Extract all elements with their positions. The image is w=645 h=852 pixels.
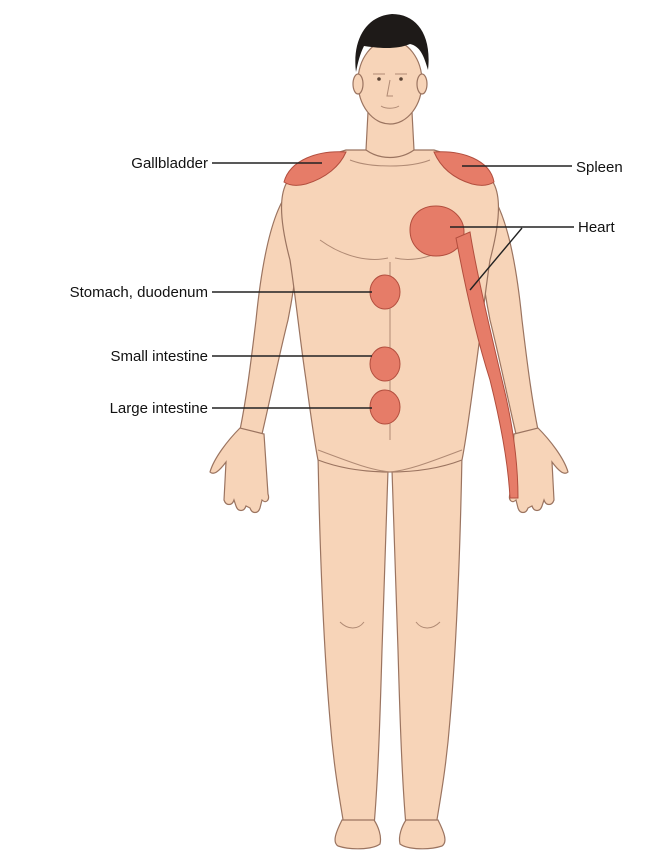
stomach-duodenum-label: Stomach, duodenum bbox=[70, 284, 208, 301]
right-leg bbox=[392, 455, 462, 826]
right-hand bbox=[210, 428, 269, 513]
left-leg bbox=[318, 455, 388, 826]
ear-left bbox=[417, 74, 427, 94]
human-figure bbox=[210, 14, 568, 849]
small-intestine-label: Small intestine bbox=[110, 348, 208, 365]
gallbladder-label: Gallbladder bbox=[131, 155, 208, 172]
heart-label: Heart bbox=[578, 219, 616, 236]
stomach-duodenum-pain-zone bbox=[370, 275, 400, 309]
heart-pain-zone bbox=[410, 206, 464, 256]
large-intestine-label: Large intestine bbox=[110, 400, 208, 417]
left-hand bbox=[509, 428, 568, 513]
spleen-label: Spleen bbox=[576, 159, 623, 176]
large-intestine-pain-zone bbox=[370, 390, 400, 424]
right-foot bbox=[399, 820, 445, 849]
ear-right bbox=[353, 74, 363, 94]
left-foot bbox=[335, 820, 381, 849]
small-intestine-pain-zone bbox=[370, 347, 400, 381]
